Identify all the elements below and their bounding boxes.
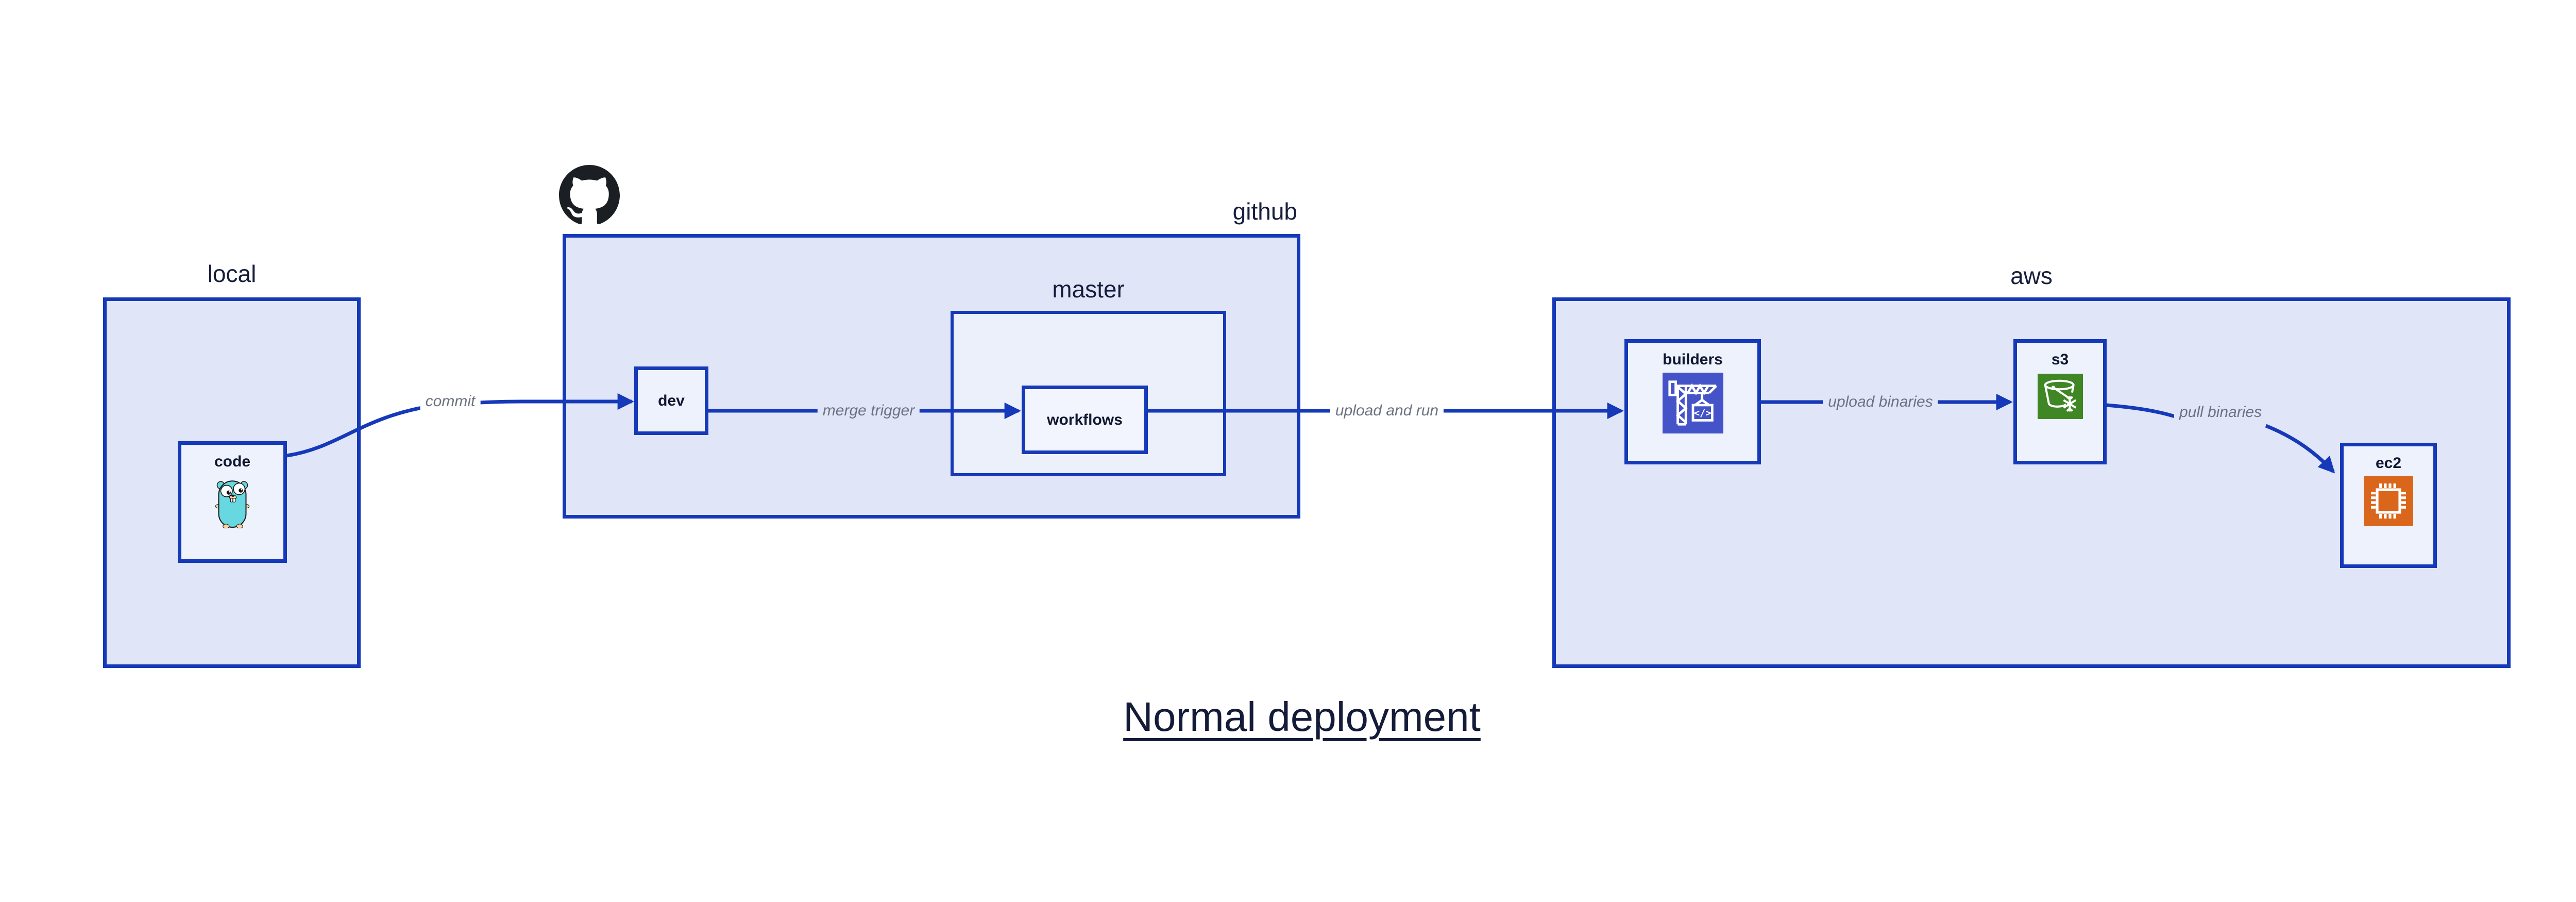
group-local-box xyxy=(103,297,361,668)
github-octocat-icon xyxy=(559,165,620,228)
codebuild-crane-icon: </> xyxy=(1662,373,1723,433)
edge-label-upload-binaries: upload binaries xyxy=(1823,392,1938,412)
node-workflows: workflows xyxy=(1022,386,1148,454)
node-dev-label: dev xyxy=(658,392,685,409)
node-ec2: ec2 xyxy=(2340,443,2437,568)
node-code-label: code xyxy=(214,453,251,470)
group-aws-label: aws xyxy=(2010,262,2053,289)
ec2-chip-icon xyxy=(2364,476,2413,526)
node-builders: builders </> xyxy=(1624,339,1761,464)
node-s3-label: s3 xyxy=(2051,351,2069,368)
edge-label-upload-and-run: upload and run xyxy=(1330,401,1444,421)
node-ec2-label: ec2 xyxy=(2375,455,2402,472)
edge-label-commit: commit xyxy=(420,392,481,411)
edge-label-pull-binaries: pull binaries xyxy=(2174,403,2267,422)
edge-label-merge-trigger: merge trigger xyxy=(817,401,920,421)
node-workflows-label: workflows xyxy=(1047,411,1123,428)
node-builders-label: builders xyxy=(1663,351,1723,368)
node-code: code xyxy=(178,441,287,563)
diagram-title: Normal deployment xyxy=(1123,694,1481,740)
node-dev: dev xyxy=(634,366,708,435)
s3-bucket-snowflake-icon xyxy=(2037,374,2083,419)
svg-text:</>: </> xyxy=(1693,408,1711,419)
group-github-label: github xyxy=(1232,198,1297,225)
node-s3: s3 xyxy=(2013,339,2107,464)
group-master-label: master xyxy=(1052,276,1125,303)
group-local-label: local xyxy=(207,260,257,287)
go-gopher-icon xyxy=(215,480,250,528)
